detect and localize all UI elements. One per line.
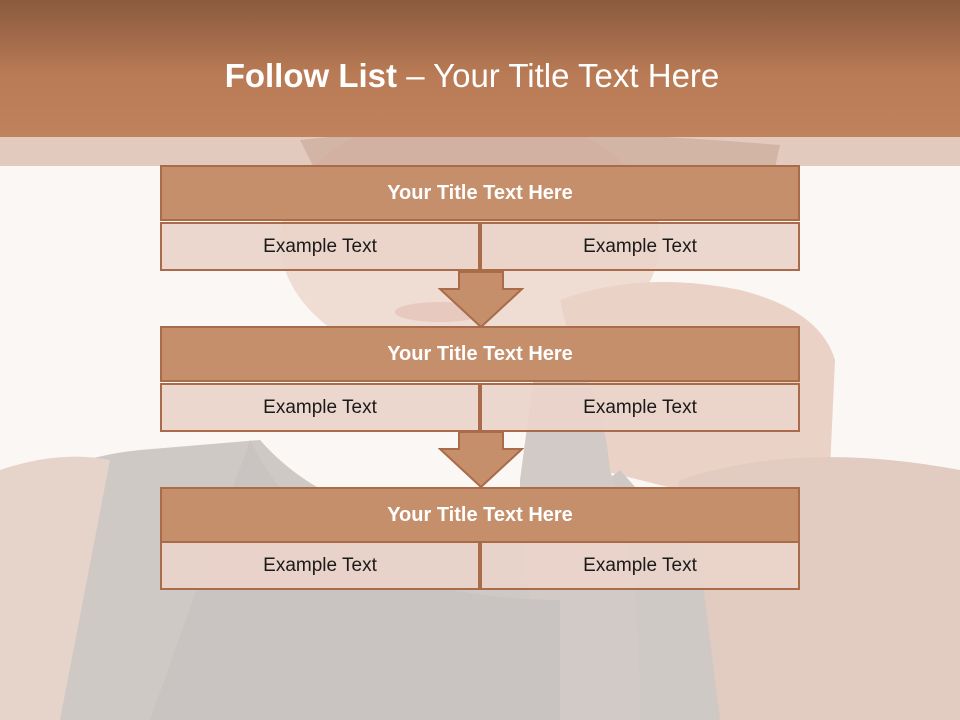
header-bar (0, 0, 960, 137)
block-1-right-cell: Example Text (480, 222, 800, 271)
block-1-title: Your Title Text Here (160, 165, 800, 221)
header-accent-strip (0, 137, 960, 166)
down-arrow-icon (438, 271, 524, 329)
block-1-left-cell: Example Text (160, 222, 480, 271)
block-2-left-cell: Example Text (160, 383, 480, 432)
block-2-title: Your Title Text Here (160, 326, 800, 382)
slide-title-bold: Follow List (224, 57, 407, 94)
down-arrow-icon (438, 431, 524, 489)
slide-title: Follow List – Your Title Text Here (0, 56, 944, 96)
block-3-title: Your Title Text Here (160, 487, 800, 543)
slide-title-rest: – Your Title Text Here (406, 57, 720, 94)
block-3-right-cell: Example Text (480, 541, 800, 590)
block-3-left-cell: Example Text (160, 541, 480, 590)
block-2-right-cell: Example Text (480, 383, 800, 432)
